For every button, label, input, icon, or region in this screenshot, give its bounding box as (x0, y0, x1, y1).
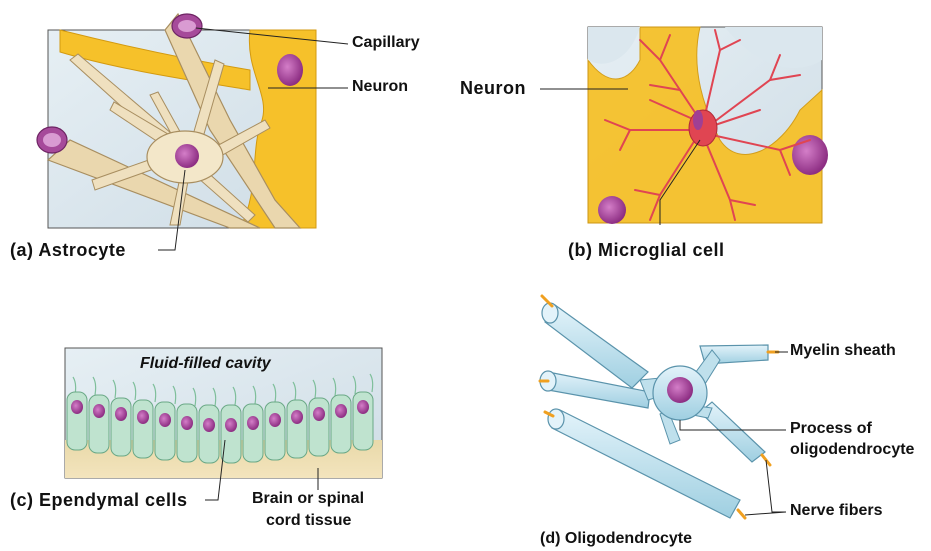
label-fluid-cavity: Fluid-filled cavity (140, 355, 271, 373)
caption-microglial: (b) Microglial cell (568, 240, 725, 261)
microglia-panel (540, 27, 828, 225)
label-myelin-sheath: Myelin sheath (790, 342, 896, 360)
label-process-line2: oligodendrocyte (790, 441, 914, 459)
astrocyte-panel (37, 14, 348, 250)
oligodendrocyte-panel (540, 296, 788, 518)
caption-oligodendrocyte: (d) Oligodendrocyte (540, 530, 692, 548)
label-tissue-line1: Brain or spinal (252, 490, 364, 508)
label-process-line1: Process of (790, 420, 872, 438)
astrocyte-nucleus (175, 144, 199, 168)
oligodendrocyte-nucleus (667, 377, 693, 403)
label-capillary: Capillary (352, 34, 420, 52)
label-neuron-b: Neuron (460, 78, 526, 99)
label-tissue-line2: cord tissue (266, 512, 351, 530)
caption-astrocyte: (a) Astrocyte (10, 240, 126, 261)
label-neuron-a: Neuron (352, 78, 408, 96)
caption-ependymal: (c) Ependymal cells (10, 490, 188, 511)
myelin-tube-3 (552, 410, 740, 518)
neuron-nucleus (277, 54, 303, 86)
label-nerve-fibers: Nerve fibers (790, 502, 883, 520)
